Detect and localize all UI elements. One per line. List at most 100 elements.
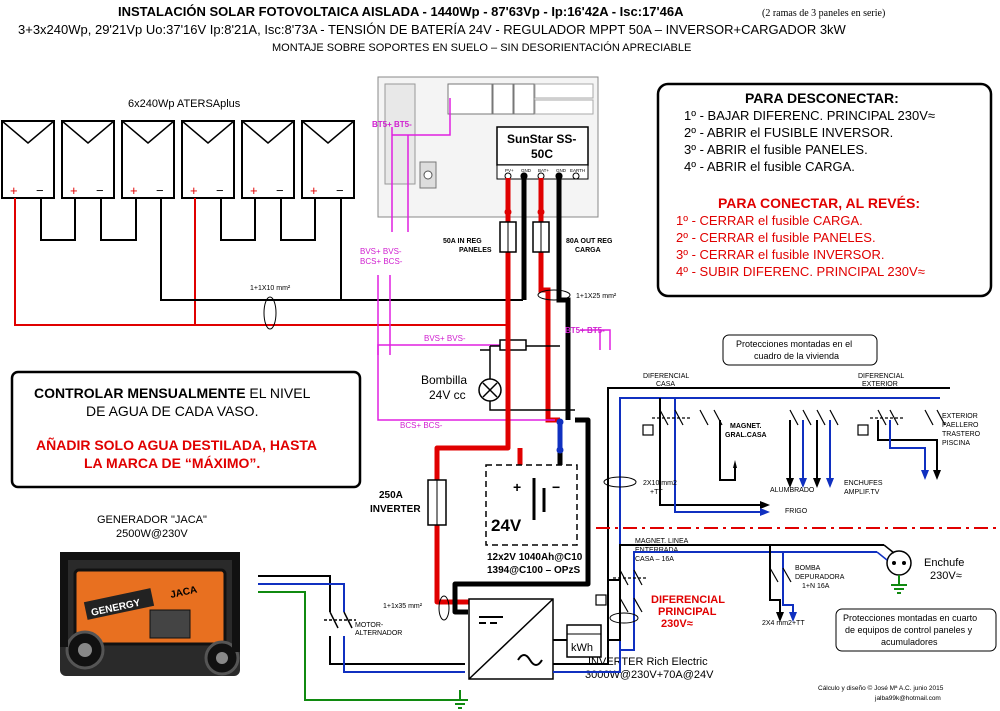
regulator-name-2: 50C [531, 147, 553, 161]
equip-magnet-2: ENTERRADA [635, 547, 679, 554]
solar-panel: + − [241, 120, 295, 199]
disconnect-step: 2º - ABRIR el FUSIBLE INVERSOR. [684, 125, 893, 140]
maintenance-bold: CONTROLAR MENSUALMENTE [34, 385, 246, 401]
battery-bank: + − 24V [485, 464, 578, 546]
battery-spec-2: 1394@C100 – OPzS [487, 565, 580, 576]
generator-label-1: GENERADOR "JACA" [97, 514, 207, 526]
cable-marker [438, 595, 450, 621]
equip-magnet-3: CASA – 16A [635, 556, 674, 563]
ground-icon [452, 690, 468, 709]
equip-wiring [608, 544, 884, 651]
regulator-unit: SunStar SS- 50C PV+ GND BAT+ GND EARTH [496, 126, 589, 180]
lamp-icon [478, 378, 502, 402]
fuse-in-label-1: 50A IN REG [443, 238, 482, 245]
disconnect-step: 4º - ABRIR el fusible CARGA. [684, 159, 855, 174]
regulator-terminal: EARTH [570, 168, 585, 173]
exterior-label: EXTERIOR [942, 413, 978, 420]
maintenance-line-4: LA MARCA DE “MÁXIMO”. [84, 455, 260, 471]
equip-box-line-1: Protecciones montadas en cuarto [843, 613, 977, 623]
equip-dif-1: DIFERENCIAL [651, 594, 725, 606]
procedure-box: PARA DESCONECTAR: 1º - BAJAR DIFERENC. P… [656, 82, 993, 298]
connect-step: 3º - CERRAR el fusible INVERSOR. [676, 247, 884, 262]
connect-step: 1º - CERRAR el fusible CARGA. [676, 213, 863, 228]
pv-positive-wires [14, 198, 508, 326]
socket-label-1: Enchufe [924, 557, 964, 569]
house-box-line-1: Protecciones montadas en el [736, 339, 852, 349]
title-line-1: INSTALACIÓN SOLAR FOTOVOLTAICA AISLADA -… [118, 4, 684, 19]
disconnect-title: PARA DESCONECTAR: [745, 90, 899, 106]
dif-casa-label-1: DIFERENCIAL [643, 373, 689, 380]
cable-marker [537, 289, 571, 301]
arrow-icon [733, 460, 821, 509]
solar-panel: + − [301, 120, 355, 199]
disconnect-step: 1º - BAJAR DIFERENC. PRINCIPAL 230V≈ [684, 108, 935, 123]
credits-line-2: jalba99k@hotmail.com [874, 695, 941, 702]
panel-minus: − [216, 183, 224, 198]
frigo-label: FRIGO [785, 508, 808, 515]
maintenance-line-1: CONTROLAR MENSUALMENTE EL NIVEL [34, 385, 311, 401]
pump-label-3: 1+N 16A [802, 583, 830, 590]
solar-panel: + − [1, 120, 55, 199]
house-breakers [642, 409, 946, 436]
cable-marker [603, 476, 637, 488]
magnet-label-1: MAGNET. [730, 423, 762, 430]
fuse-inverter-label-1: 250A [379, 490, 403, 501]
cable-label-c4-1: 2X10 mm2 [643, 480, 677, 487]
connect-title: PARA CONECTAR, AL REVÉS: [718, 195, 920, 211]
alumbrado-label: ALUMBRADO [770, 487, 815, 494]
ground-icon [891, 575, 907, 594]
battery-plus: + [513, 479, 521, 495]
arrow-icon [760, 470, 929, 516]
kwh-meter: kWh [566, 624, 602, 658]
equip-magnet-1: MAGNET. LINEA [635, 538, 689, 545]
regulator-terminal: BAT+ [538, 168, 549, 173]
panel-minus: − [336, 183, 344, 198]
panel-plus: + [10, 183, 18, 198]
pump-label-2: DEPURADORA [795, 574, 845, 581]
cable-label-c1: 1+1X10 mm² [250, 285, 291, 292]
panel-plus: + [250, 183, 258, 198]
battery-minus: − [552, 479, 560, 495]
generator-image: GENERGY JACA [60, 552, 240, 676]
maintenance-rest: EL NIVEL [246, 385, 311, 401]
motor-alt-label-2: ALTERNADOR [355, 630, 402, 637]
enchufes-label-1: ENCHUFES [844, 480, 883, 487]
equip-breakers [595, 567, 792, 613]
panel-plus: + [310, 183, 318, 198]
pump-label-1: BOMBA [795, 565, 821, 572]
solar-panel-array: + − + − + − + − + − [1, 120, 355, 199]
magnet-label-2: GRAL.CASA [725, 432, 767, 439]
panel-minus: − [276, 183, 284, 198]
socket-icon [876, 544, 912, 576]
equip-dif-3: 230V≈ [661, 618, 693, 630]
socket-label-2: 230V≈ [930, 570, 962, 582]
connect-step: 2º - CERRAR el fusible PANELES. [676, 230, 876, 245]
fuse-in-label-2: PANELES [459, 247, 492, 254]
exterior-label: PISCINA [942, 440, 970, 447]
generator-ac-wiring [258, 575, 465, 701]
exterior-label: TRASTERO [942, 431, 981, 438]
cable-label-c3: 1+1x35 mm² [383, 603, 423, 610]
maintenance-line-3: AÑADIR SOLO AGUA DESTILADA, HASTA [36, 436, 317, 453]
bt5-top-label: BT5+ BT5- [372, 120, 412, 129]
equip-dif-2: PRINCIPAL [658, 606, 717, 618]
title-line-2: 3+3x240Wp, 29'21Vp Uo:37'16V Ip:8'21A, I… [18, 22, 847, 37]
regulator-name-1: SunStar SS- [507, 132, 576, 146]
generator-label-2: 2500W@230V [116, 528, 188, 540]
equip-room-caption: Protecciones montadas en cuarto de equip… [835, 608, 997, 652]
fuse-inverter [427, 479, 447, 526]
maintenance-line-2: DE AGUA DE CADA VASO. [86, 403, 258, 419]
panel-minus: − [36, 183, 44, 198]
regulator-terminal: GND [556, 168, 567, 173]
enchufes-label-2: AMPLIF.TV [844, 489, 880, 496]
panel-minus: − [156, 183, 164, 198]
house-box-line-2: cuadro de la vivienda [754, 351, 839, 361]
fuse-inverter-label-2: INVERTER [370, 504, 421, 515]
dif-ext-label-2: EXTERIOR [862, 381, 898, 388]
cable-label-c2: 1+1X25 mm² [576, 293, 617, 300]
house-wiring [607, 387, 950, 580]
bt5-mid-label: BT5+ BT5- [565, 326, 605, 335]
house-panel-caption: Protecciones montadas en el cuadro de la… [722, 334, 878, 366]
meter-label: kWh [571, 642, 593, 654]
solar-panel: + − [61, 120, 115, 199]
